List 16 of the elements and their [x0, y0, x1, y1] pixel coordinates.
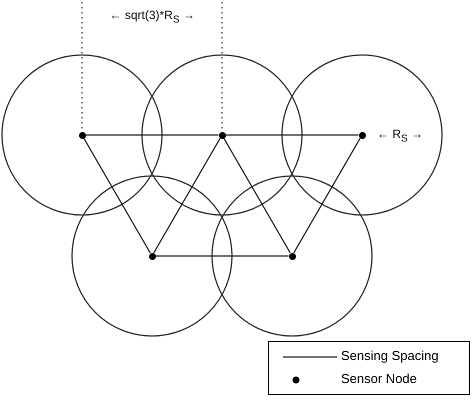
sensing-spacing-line — [83, 138, 151, 254]
legend-label: Sensing Spacing — [341, 348, 439, 363]
dimension-label: ← R$_{S}$ → — [377, 127, 424, 144]
sensor-node-dot — [148, 252, 156, 260]
sensor-node-dot — [78, 132, 86, 138]
sensing-spacing-line — [293, 138, 361, 254]
sensor-node-dot — [288, 252, 296, 260]
sensing-spacing-line — [153, 138, 221, 254]
sensing-spacing-line — [86, 134, 218, 136]
sensor-node-dot — [358, 132, 366, 138]
legend-label: Sensor Node — [341, 371, 417, 386]
dimension-label: ← sqrt(3)*R$_{S}$ → — [110, 8, 195, 26]
sensing-spacing-line — [156, 255, 288, 257]
sensor-node-dot — [218, 132, 226, 138]
sensing-spacing-line — [226, 134, 358, 136]
sensing-spacing-line — [223, 138, 291, 254]
